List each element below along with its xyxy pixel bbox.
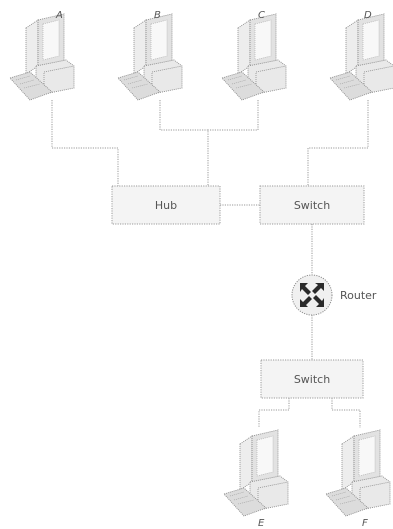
- wire-switch-e: [259, 398, 289, 428]
- computer-label-d: D: [364, 10, 372, 21]
- switch-bottom-label: Switch: [294, 373, 330, 386]
- wire-switch-f: [332, 398, 360, 428]
- hub-label: Hub: [155, 199, 177, 212]
- computer-label-e: E: [258, 518, 265, 529]
- router-label: Router: [340, 289, 377, 302]
- desktop-computer-icon: [222, 14, 286, 100]
- computer-f: F: [326, 430, 390, 529]
- computer-c: C: [222, 10, 286, 100]
- wire-b-hub: [160, 100, 208, 186]
- switch-bottom-node: Switch: [261, 360, 363, 398]
- desktop-computer-icon: [326, 430, 390, 516]
- computer-label-b: B: [154, 10, 161, 21]
- wire-a-hub: [52, 100, 118, 186]
- desktop-computer-icon: [10, 14, 74, 100]
- router-icon: [292, 275, 332, 315]
- computer-d: D: [330, 10, 393, 100]
- desktop-computer-icon: [118, 14, 182, 100]
- computer-a: A: [10, 10, 74, 100]
- switch-top-label: Switch: [294, 199, 330, 212]
- wire-d-switch: [308, 100, 368, 186]
- desktop-computer-icon: [330, 14, 393, 100]
- computer-b: B: [118, 10, 182, 100]
- computer-label-c: C: [258, 10, 265, 21]
- switch-top-node: Switch: [260, 186, 364, 224]
- hub-node: Hub: [112, 186, 220, 224]
- computer-e: E: [224, 430, 288, 529]
- computer-label-f: F: [362, 518, 368, 529]
- router-node: Router: [292, 275, 377, 315]
- desktop-computer-icon: [224, 430, 288, 516]
- wire-c-hub: [208, 100, 258, 130]
- computer-label-a: A: [55, 10, 63, 21]
